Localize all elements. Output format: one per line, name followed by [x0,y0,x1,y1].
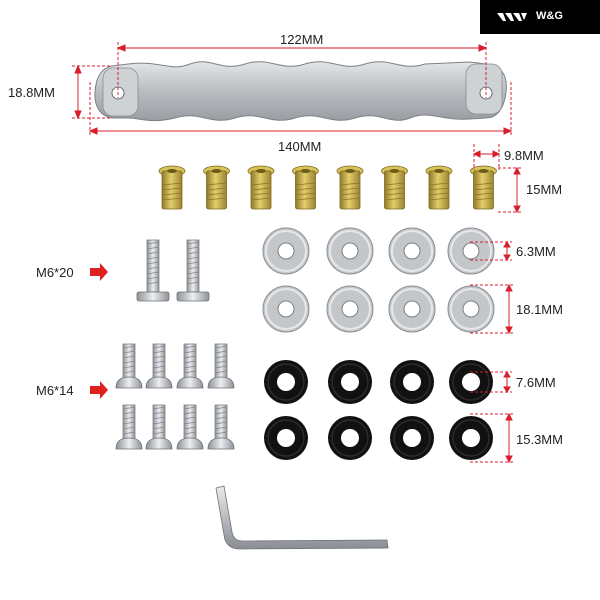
rubber-washer [328,416,372,460]
flat-washer [447,285,495,333]
rubber-washer-dimension-lines [470,371,514,464]
arrow-right-icon [90,381,108,399]
rivet-nut-row [158,165,497,210]
bracket-dimension-lines [72,42,513,136]
flat-washer [388,285,436,333]
bolt-m6x14 [176,343,204,389]
flat-washer [326,227,374,275]
rivet-nut [470,165,497,210]
rivet-nut-diameter-label: 9.8MM [504,148,544,163]
rivet-nut [381,165,408,210]
bolt-m6x14 [207,404,235,450]
bracket-outer-length-label: 140MM [278,139,322,154]
bolt-m6x20 [136,239,170,302]
rubber-washer [449,416,493,460]
rubber-washer [328,360,372,404]
washer-inner-diameter-label: 6.3MM [516,244,556,259]
bolt-m6x14 [145,343,173,389]
flat-washer-grid [262,227,495,333]
bolt-m6x14 [207,343,235,389]
bracket-width-label: 18.8MM [8,85,55,100]
bolt-m6x14 [145,404,173,450]
rivet-nut [203,165,230,210]
bolt-m6x14 [176,404,204,450]
rivet-nut-dimension-lines [472,144,522,214]
rivet-nut [425,165,453,210]
bolt-m6x20-label: M6*20 [36,265,74,280]
rubber-washer [390,416,434,460]
rivet-nut [158,165,186,210]
rubber-washer [390,360,434,404]
hex-key [215,485,389,550]
bolt-m6x20-group [136,239,210,302]
rubber-washer-inner-diameter-label: 7.6MM [516,375,556,390]
rubber-washer [449,360,493,404]
rivet-nut [292,165,319,210]
flat-washer [326,285,374,333]
arrow-right-icon [90,263,108,281]
wg-wing-logo-icon [497,13,527,21]
rubber-washer-outer-diameter-label: 15.3MM [516,432,563,447]
flat-washer [447,227,495,275]
brand-name: W&G [536,10,563,22]
bolt-m6x20 [176,239,210,302]
rubber-washer [264,416,308,460]
washer-outer-diameter-label: 18.1MM [516,302,563,317]
bolt-m6x14-group [115,343,235,450]
rivet-nut-height-label: 15MM [526,182,563,197]
rivet-nut [336,165,364,210]
flat-washer [262,285,310,333]
bolt-m6x14 [115,404,143,450]
rivet-nut [247,165,275,210]
flat-washer [388,227,436,275]
washer-dimension-lines [470,241,514,335]
bracket-plate [94,61,507,122]
flat-washer [262,227,310,275]
bracket-inner-length-label: 122MM [280,32,324,47]
rubber-washer [264,360,308,404]
rubber-washer-grid [264,360,493,460]
bolt-m6x14-label: M6*14 [36,383,74,398]
bolt-m6x14 [115,343,143,389]
